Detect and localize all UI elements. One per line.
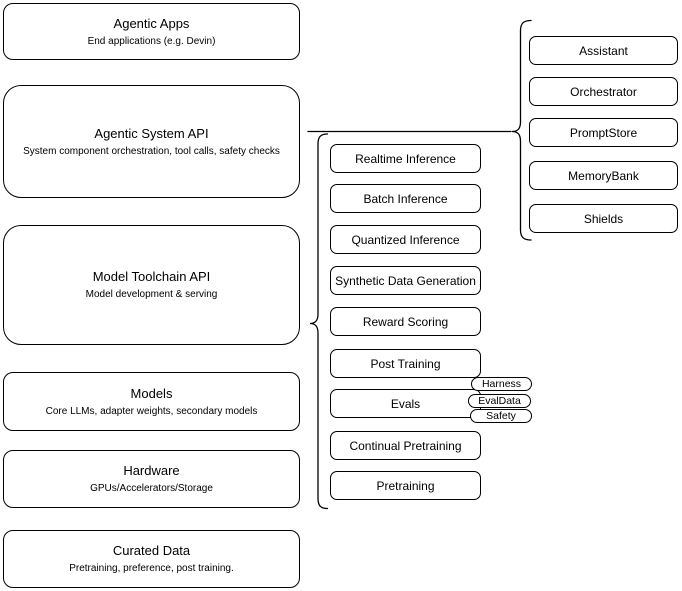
tag-harness: Harness — [471, 377, 532, 391]
node-label: Realtime Inference — [355, 151, 456, 166]
node-reward-scoring: Reward Scoring — [330, 307, 481, 336]
node-label: Quantized Inference — [351, 232, 460, 247]
node-subtitle: GPUs/Accelerators/Storage — [90, 483, 213, 494]
node-curated-data: Curated Data Pretraining, preference, po… — [3, 530, 300, 588]
node-label: Pretraining — [376, 478, 435, 493]
node-label: Batch Inference — [363, 191, 448, 206]
node-subtitle: System component orchestration, tool cal… — [23, 145, 280, 157]
node-subtitle: Pretraining, preference, post training. — [69, 563, 234, 574]
node-evals: Evals — [330, 389, 481, 418]
node-subtitle: End applications (e.g. Devin) — [87, 35, 216, 47]
node-batch-inference: Batch Inference — [330, 184, 481, 213]
node-title: Agentic System API — [94, 125, 209, 141]
node-title: Model Toolchain API — [92, 269, 211, 284]
node-assistant: Assistant — [529, 36, 678, 65]
node-label: Synthetic Data Generation — [335, 273, 476, 288]
brace-system-components — [511, 19, 532, 241]
node-title: Models — [130, 385, 173, 401]
node-orchestrator: Orchestrator — [529, 77, 678, 106]
node-label: Continual Pretraining — [349, 438, 462, 453]
node-label: Orchestrator — [570, 84, 637, 99]
node-label: Post Training — [370, 356, 441, 371]
node-label: Shields — [583, 211, 624, 226]
node-label: MemoryBank — [568, 168, 639, 183]
node-subtitle: Model development & serving — [85, 289, 218, 300]
node-subtitle: Core LLMs, adapter weights, secondary mo… — [45, 405, 258, 417]
node-label: Assistant — [579, 43, 628, 58]
node-post-training: Post Training — [330, 349, 481, 378]
node-continual-pretraining: Continual Pretraining — [330, 431, 481, 460]
node-label: Evals — [390, 396, 421, 411]
node-hardware: Hardware GPUs/Accelerators/Storage — [3, 450, 300, 508]
node-quantized-inference: Quantized Inference — [330, 225, 481, 254]
tag-label: EvalData — [478, 395, 521, 407]
tag-evaldata: EvalData — [468, 394, 531, 408]
node-memorybank: MemoryBank — [529, 161, 678, 190]
node-promptstore: PromptStore — [529, 118, 678, 147]
tag-label: Safety — [486, 410, 516, 422]
node-label: Reward Scoring — [362, 314, 449, 329]
node-realtime-inference: Realtime Inference — [330, 144, 481, 173]
node-synthetic-data-generation: Synthetic Data Generation — [330, 266, 481, 295]
tag-safety: Safety — [470, 409, 532, 423]
node-model-toolchain-api: Model Toolchain API Model development & … — [3, 225, 300, 345]
node-shields: Shields — [529, 204, 678, 233]
node-models: Models Core LLMs, adapter weights, secon… — [3, 372, 300, 431]
node-label: PromptStore — [569, 125, 638, 140]
tag-label: Harness — [481, 378, 522, 390]
node-title: Hardware — [123, 463, 180, 478]
node-agentic-apps: Agentic Apps End applications (e.g. Devi… — [3, 3, 300, 60]
brace-toolchain-components — [309, 133, 329, 510]
node-title: Curated Data — [112, 543, 191, 558]
node-title: Agentic Apps — [113, 15, 190, 31]
node-agentic-system-api: Agentic System API System component orch… — [3, 85, 300, 198]
node-pretraining: Pretraining — [330, 471, 481, 500]
